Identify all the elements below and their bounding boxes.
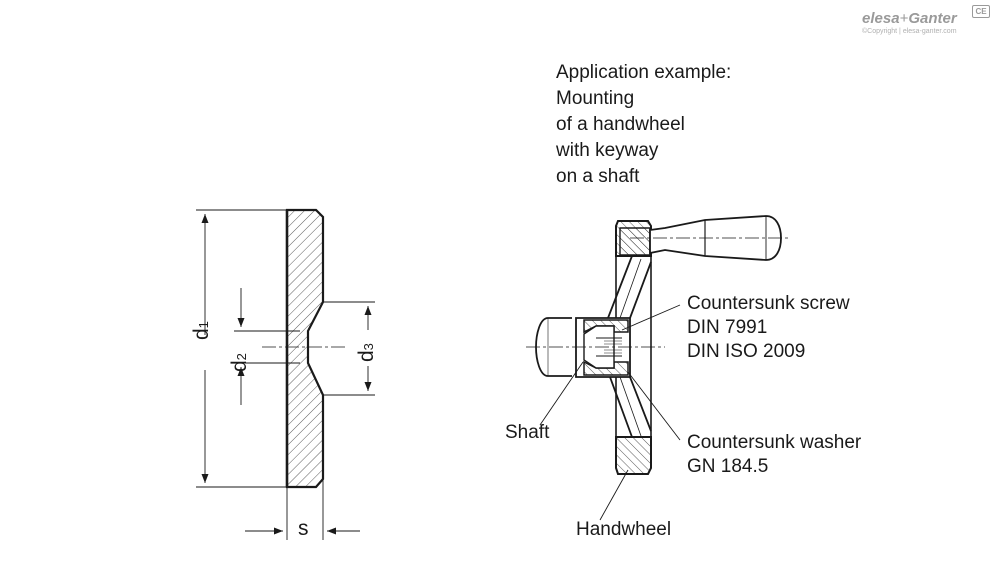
logo-text-elesa: elesa (862, 10, 900, 27)
callout-countersunk-washer: Countersunk washer GN 184.5 (687, 431, 861, 479)
application-line: Application example: (556, 62, 732, 83)
leader-lines (539, 304, 681, 521)
logo-plus: + (899, 10, 909, 27)
dimension-d3 (323, 301, 375, 396)
dimension-d1 (196, 209, 287, 488)
callout-line: GN 184.5 (687, 456, 769, 477)
handwheel-assembly (526, 215, 790, 475)
logo-text-ganter: Ganter (908, 10, 957, 27)
callout-shaft: Shaft (505, 422, 550, 443)
dimension-d2 (234, 288, 300, 405)
label-d3: d3 (355, 343, 378, 362)
application-line: on a shaft (556, 166, 640, 187)
callout-line: Countersunk screw (687, 293, 850, 314)
dimension-s (245, 479, 360, 540)
label-s: s (298, 517, 309, 540)
callout-handwheel: Handwheel (576, 519, 672, 540)
washer-section (262, 208, 345, 489)
application-line: of a handwheel (556, 114, 685, 135)
ce-badge: CE (972, 5, 990, 18)
application-line: Mounting (556, 88, 635, 109)
brand-logo: elesa+Ganter (862, 10, 957, 27)
callout-line: Countersunk washer (687, 432, 862, 453)
application-line: with keyway (556, 140, 659, 161)
label-d1: d1 (190, 321, 213, 340)
callout-countersunk-screw: Countersunk screw DIN 7991 DIN ISO 2009 (687, 292, 850, 364)
callout-line: DIN 7991 (687, 317, 768, 338)
copyright-text: ©Copyright | elesa-ganter.com (862, 28, 957, 35)
label-d2: d2 (228, 353, 251, 372)
application-note: Application example: Mounting of a handw… (556, 60, 731, 190)
callout-line: DIN ISO 2009 (687, 341, 806, 362)
